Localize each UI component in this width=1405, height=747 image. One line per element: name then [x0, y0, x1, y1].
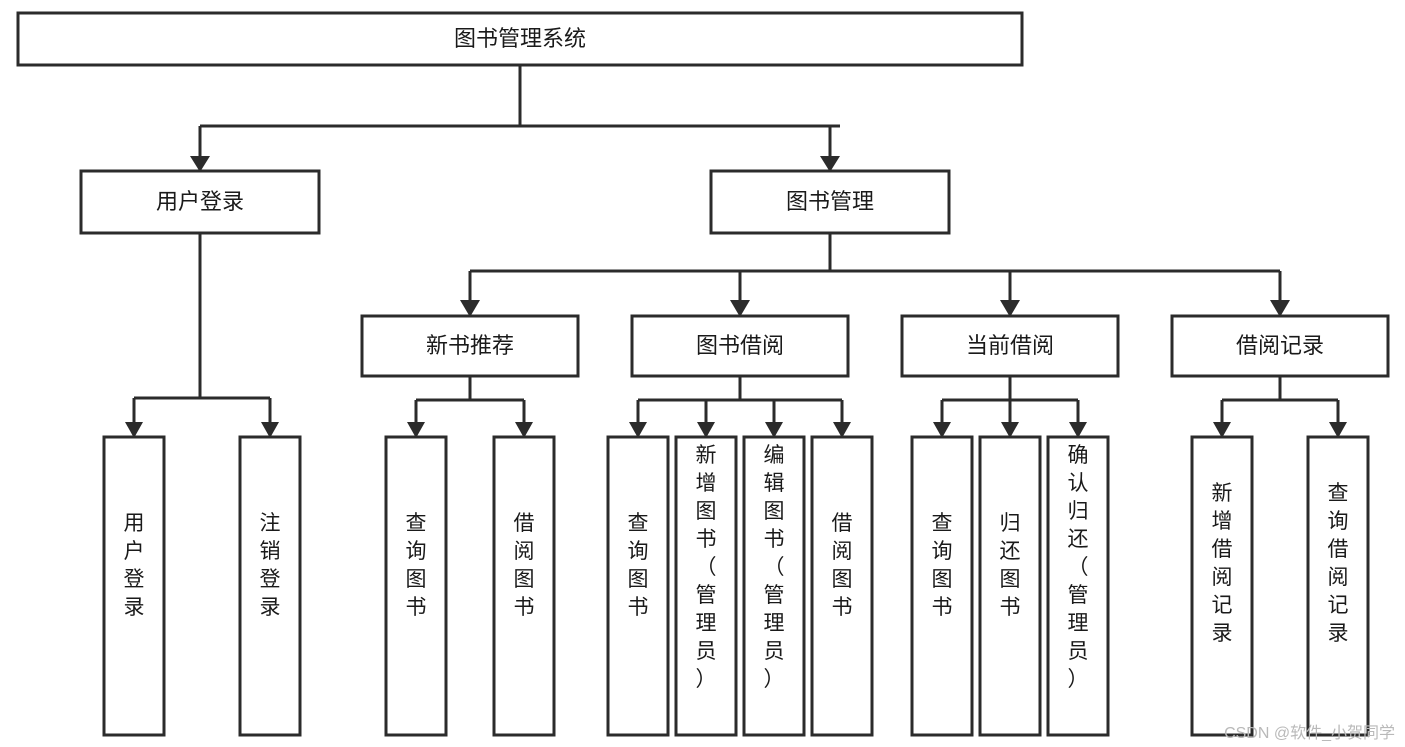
leaf-add-book[interactable]: 新增图书（管理员）	[674, 435, 738, 737]
leaf-query-book-2[interactable]: 查询图书	[606, 435, 670, 737]
node-user-login[interactable]: 用户登录	[79, 169, 321, 235]
leaf-edit-book[interactable]: 编辑图书（管理员）	[742, 435, 806, 737]
leaf-logout-login[interactable]: 注销登录	[238, 435, 302, 737]
leaf-query-book-3-label: 查询图书	[932, 512, 953, 619]
leaf-edit-book-box[interactable]	[742, 435, 806, 737]
connector-layer	[132, 65, 1340, 424]
node-user-login-box[interactable]	[79, 169, 321, 235]
connector-borrowrecord-bus	[1220, 376, 1340, 424]
arrow-to-borrow-record	[1270, 300, 1290, 317]
node-book-borrow-label: 图书借阅	[696, 333, 784, 358]
connector-bookborrow-bus	[636, 376, 844, 424]
leaf-borrow-book-1-box[interactable]	[492, 435, 556, 737]
leaf-query-book-3-box[interactable]	[910, 435, 974, 737]
leaf-add-book-label: 新增图书（管理员）	[696, 444, 717, 691]
leaf-query-book-1-box[interactable]	[384, 435, 448, 737]
arrow-to-leaf-borrow-book-2	[833, 422, 851, 438]
arrow-to-leaf-user-login	[125, 422, 143, 438]
node-user-login-label: 用户登录	[156, 189, 244, 214]
leaf-query-record-box[interactable]	[1306, 435, 1370, 737]
arrow-to-leaf-query-book-3	[933, 422, 951, 438]
node-borrow-record-label: 借阅记录	[1236, 333, 1324, 358]
leaf-return-book[interactable]: 归还图书	[978, 435, 1042, 737]
arrow-to-current-borrow	[1000, 300, 1020, 317]
node-book-borrow-box[interactable]	[630, 314, 850, 378]
leaf-query-book-3[interactable]: 查询图书	[910, 435, 974, 737]
leaf-borrow-book-2[interactable]: 借阅图书	[810, 435, 874, 737]
leaf-confirm-return-label: 确认归还（管理员）	[1068, 444, 1089, 691]
connector-bookmgmt-bus	[468, 233, 1282, 302]
leaf-user-login[interactable]: 用户登录	[102, 435, 166, 737]
leaf-logout-login-label: 注销登录	[260, 512, 281, 619]
leaf-query-book-2-label: 查询图书	[628, 512, 649, 619]
node-borrow-record-box[interactable]	[1170, 314, 1390, 378]
node-root[interactable]: 图书管理系统	[16, 11, 1024, 67]
leaf-user-login-box[interactable]	[102, 435, 166, 737]
leaf-borrow-book-2-label: 借阅图书	[832, 512, 853, 619]
arrow-to-leaf-confirm-return	[1069, 422, 1087, 438]
leaf-add-record[interactable]: 新增借阅记录	[1190, 435, 1254, 737]
leaf-query-book-2-box[interactable]	[606, 435, 670, 737]
arrow-to-leaf-edit-book	[765, 422, 783, 438]
arrow-to-leaf-add-book	[697, 422, 715, 438]
node-borrow-record[interactable]: 借阅记录	[1170, 314, 1390, 378]
leaf-add-book-box[interactable]	[674, 435, 738, 737]
leaf-logout-login-box[interactable]	[238, 435, 302, 737]
arrowhead-layer	[125, 156, 1347, 438]
connector-root-trunk	[198, 65, 840, 158]
leaf-query-record[interactable]: 查询借阅记录	[1306, 435, 1370, 737]
leaf-query-book-1-label: 查询图书	[406, 512, 427, 619]
node-current-borrow-label: 当前借阅	[966, 333, 1054, 358]
leaf-confirm-return-box[interactable]	[1046, 435, 1110, 737]
connector-userlogin-bus	[132, 233, 272, 424]
arrow-to-leaf-return-book	[1001, 422, 1019, 438]
node-current-borrow-box[interactable]	[900, 314, 1120, 378]
node-book-management-box[interactable]	[709, 169, 951, 235]
leaf-borrow-book-1-label: 借阅图书	[514, 512, 535, 619]
leaf-query-record-label: 查询借阅记录	[1328, 482, 1349, 645]
node-book-management[interactable]: 图书管理	[709, 169, 951, 235]
arrow-to-leaf-logout-login	[261, 422, 279, 438]
leaf-query-book-1[interactable]: 查询图书	[384, 435, 448, 737]
arrow-to-leaf-query-record	[1329, 422, 1347, 438]
node-new-book-recommend-label: 新书推荐	[426, 333, 514, 358]
node-book-management-label: 图书管理	[786, 189, 874, 214]
arrow-to-leaf-borrow-book-1	[515, 422, 533, 438]
arrow-to-leaf-query-book-1	[407, 422, 425, 438]
leaf-add-record-label: 新增借阅记录	[1212, 482, 1233, 645]
leaf-borrow-book-2-box[interactable]	[810, 435, 874, 737]
node-root-label: 图书管理系统	[454, 26, 586, 51]
leaf-user-login-label: 用户登录	[124, 512, 145, 619]
leaf-confirm-return[interactable]: 确认归还（管理员）	[1046, 435, 1110, 737]
arrow-to-book-management	[820, 156, 840, 172]
leaf-return-book-box[interactable]	[978, 435, 1042, 737]
arrow-to-user-login	[190, 156, 210, 172]
arrow-to-leaf-query-book-2	[629, 422, 647, 438]
leaf-edit-book-label: 编辑图书（管理员）	[764, 444, 785, 691]
arrow-to-leaf-add-record	[1213, 422, 1231, 438]
node-book-borrow[interactable]: 图书借阅	[630, 314, 850, 378]
node-new-book-recommend-box[interactable]	[360, 314, 580, 378]
leaf-borrow-book-1[interactable]: 借阅图书	[492, 435, 556, 737]
arrow-to-new-book-recommend	[460, 300, 480, 317]
node-current-borrow[interactable]: 当前借阅	[900, 314, 1120, 378]
connector-newbook-bus	[414, 376, 526, 424]
leaf-layer: 用户登录 注销登录 查询图书 借阅图书 查询图书 新增图书（管理员）	[102, 435, 1370, 737]
connector-currentborrow-bus	[940, 376, 1080, 424]
node-root-box[interactable]	[16, 11, 1024, 67]
node-new-book-recommend[interactable]: 新书推荐	[360, 314, 580, 378]
leaf-return-book-label: 归还图书	[1000, 512, 1021, 619]
leaf-add-record-box[interactable]	[1190, 435, 1254, 737]
arrow-to-book-borrow	[730, 300, 750, 317]
